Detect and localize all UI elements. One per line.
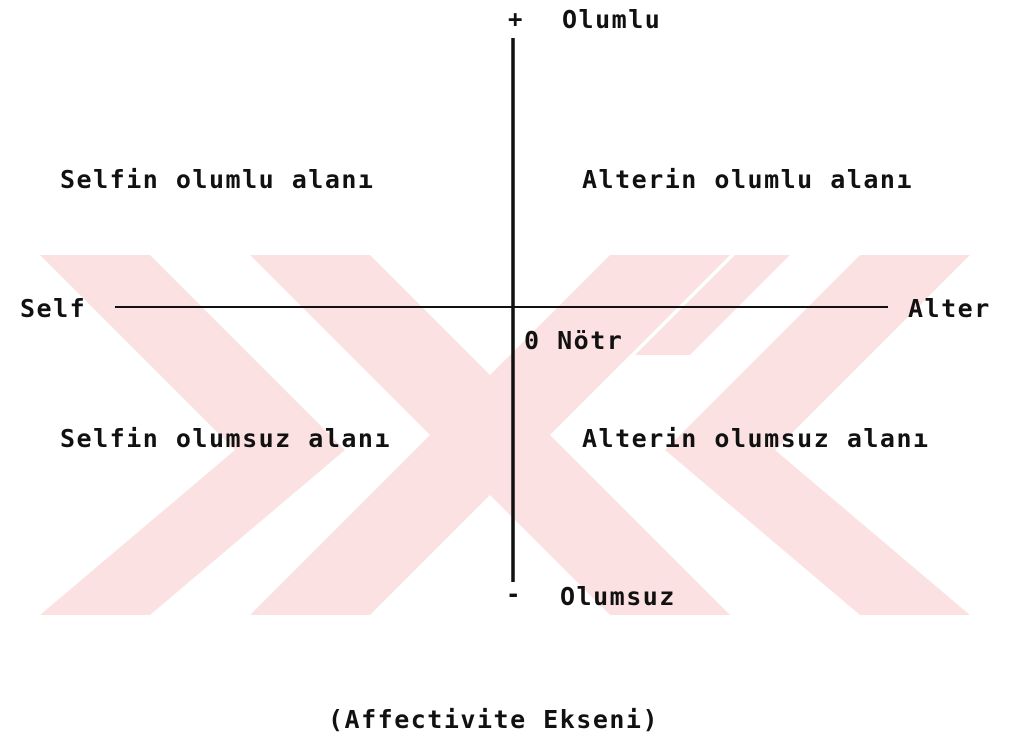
figure-caption: (Affectivite Ekseni)	[328, 705, 660, 734]
watermark-segment-right	[635, 255, 790, 355]
watermark-x-stroke-b	[250, 255, 730, 615]
watermark-chevron-right	[665, 255, 970, 615]
positive-sign: +	[508, 5, 523, 33]
left-axis-label: Self	[20, 294, 87, 323]
quadrant-top-right-label: Alterin olumlu alanı	[582, 165, 914, 194]
negative-axis-label: Olumsuz	[560, 582, 676, 611]
right-axis-label: Alter	[908, 294, 991, 323]
watermark-chevron-left	[40, 255, 345, 615]
origin-label: 0 Nötr	[524, 326, 624, 355]
quadrant-bottom-left-label: Selfin olumsuz alanı	[60, 424, 392, 453]
quadrant-bottom-right-label: Alterin olumsuz alanı	[582, 424, 930, 453]
positive-axis-label: Olumlu	[562, 5, 662, 34]
quadrant-top-left-label: Selfin olumlu alanı	[60, 165, 375, 194]
negative-sign: -	[506, 580, 521, 608]
